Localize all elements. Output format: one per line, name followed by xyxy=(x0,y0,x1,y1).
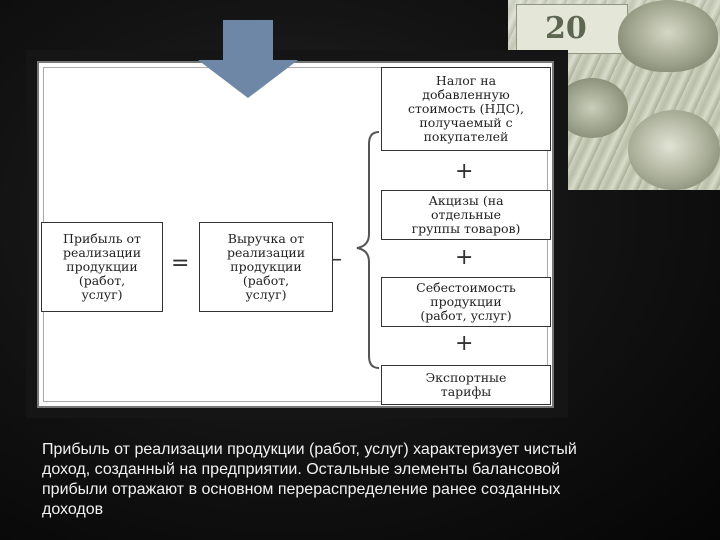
curly-brace xyxy=(356,131,380,369)
caption-text: Прибыль от реализации продукции (работ, … xyxy=(42,441,577,518)
portrait-engraving xyxy=(628,110,720,190)
money-photo: 20 xyxy=(508,0,720,190)
profit-box: Прибыль от реализации продукции (работ, … xyxy=(41,222,163,312)
down-arrow-icon xyxy=(198,20,298,98)
portrait-engraving xyxy=(618,0,718,72)
portrait-engraving xyxy=(556,78,628,138)
profit-diagram: Прибыль от реализации продукции (работ, … xyxy=(37,61,554,408)
excise-box: Акцизы (на отдельные группы товаров) xyxy=(381,190,551,240)
cost-box: Себестоимость продукции (работ, услуг) xyxy=(381,277,551,327)
minus-sign: – xyxy=(331,247,342,272)
revenue-box: Выручка от реализации продукции (работ, … xyxy=(199,222,333,312)
equals-sign: = xyxy=(171,251,190,276)
plus-sign: + xyxy=(455,159,474,184)
plus-sign: + xyxy=(455,245,474,270)
plus-sign: + xyxy=(455,331,474,356)
export-tariffs-box: Экспортные тарифы xyxy=(381,365,551,405)
vat-box: Налог на добавленную стоимость (НДС), по… xyxy=(381,67,551,151)
dollar-bill: 20 xyxy=(516,4,628,54)
